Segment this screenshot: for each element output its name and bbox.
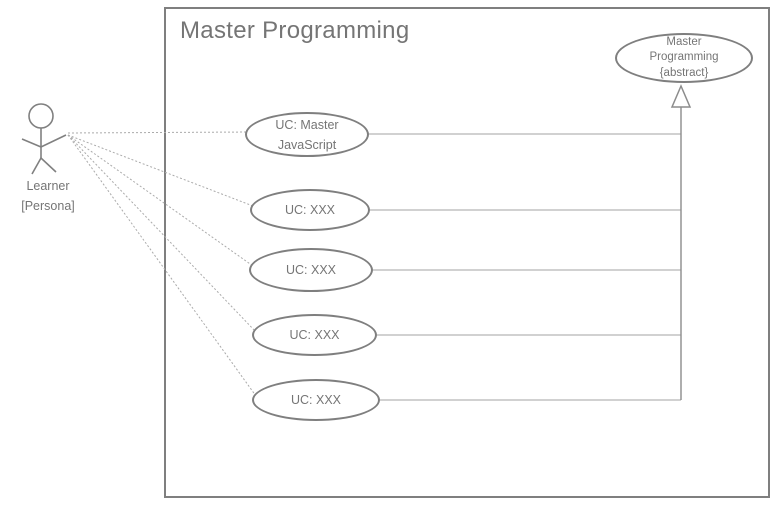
actor-legs	[31, 156, 57, 175]
usecase-xxx-4[interactable]: UC: XXX	[252, 379, 380, 421]
generalization-arrowhead-icon	[670, 84, 692, 108]
usecase-master-javascript[interactable]: UC: Master JavaScript	[245, 112, 369, 157]
association-line-5[interactable]	[67, 134, 257, 397]
usecase-label: UC: XXX	[284, 203, 335, 217]
system-boundary-box[interactable]: Master Programming	[164, 7, 770, 498]
actor-arms	[21, 134, 67, 148]
actor-name: Learner	[26, 179, 70, 193]
usecase-xxx-2[interactable]: UC: XXX	[249, 248, 373, 292]
usecase-xxx-1[interactable]: UC: XXX	[250, 189, 370, 231]
usecase-label: UC: XXX	[285, 263, 336, 277]
actor-figure[interactable]	[21, 103, 67, 175]
association-line-1[interactable]	[67, 131, 251, 134]
actor-stereotype: [Persona]	[21, 199, 75, 213]
usecase-label: UC: Master JavaScript	[275, 117, 339, 152]
usecase-label: UC: XXX	[290, 393, 341, 407]
usecase-label: UC: XXX	[289, 328, 340, 342]
actor-caption: Learner [Persona]	[2, 176, 94, 216]
association-line-3[interactable]	[67, 134, 254, 267]
usecase-label: Master Programming {abstract}	[649, 35, 719, 79]
association-line-4[interactable]	[67, 134, 256, 332]
usecase-xxx-3[interactable]: UC: XXX	[252, 314, 377, 356]
actor-head	[28, 103, 54, 129]
system-boundary-title: Master Programming	[180, 17, 410, 44]
usecase-master-programming-abstract[interactable]: Master Programming {abstract}	[615, 33, 753, 83]
association-line-2[interactable]	[67, 134, 254, 207]
